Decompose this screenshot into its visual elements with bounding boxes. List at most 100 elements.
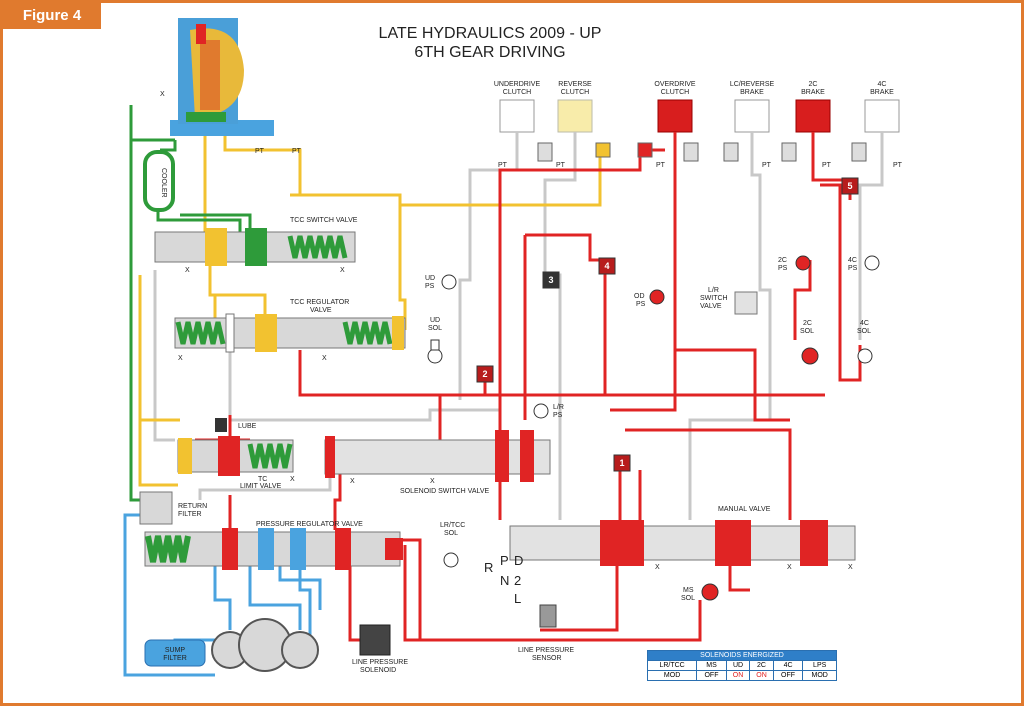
oil-pump-gears bbox=[211, 618, 319, 672]
svg-text:3: 3 bbox=[548, 275, 553, 285]
svg-text:PS: PS bbox=[553, 412, 563, 419]
2c-pressure-switch: 2C PS bbox=[778, 255, 811, 272]
svg-text:PS: PS bbox=[425, 283, 435, 290]
title-line-1: LATE HYDRAULICS 2009 - UP bbox=[378, 25, 602, 42]
table-col: 4C bbox=[772, 660, 804, 671]
svg-text:PT: PT bbox=[292, 148, 302, 155]
4c-solenoid: 4C SOL bbox=[857, 320, 873, 364]
svg-text:PT: PT bbox=[762, 162, 772, 169]
lr-pressure-switch: L/R PS bbox=[533, 403, 564, 419]
svg-text:SOL: SOL bbox=[444, 530, 458, 537]
svg-text:SOL: SOL bbox=[428, 325, 442, 332]
clutch-boxes: UNDERDRIVE CLUTCH REVERSE CLUTCH OVERDRI… bbox=[494, 81, 900, 133]
svg-text:CLUTCH: CLUTCH bbox=[661, 89, 689, 96]
svg-text:X: X bbox=[787, 564, 792, 571]
torque-converter bbox=[170, 18, 274, 136]
marker-4: 4 bbox=[598, 257, 616, 275]
diagram-title: LATE HYDRAULICS 2009 - UP 6TH GEAR DRIVI… bbox=[330, 24, 650, 62]
svg-text:SOLENOID SWITCH VALVE: SOLENOID SWITCH VALVE bbox=[400, 488, 490, 495]
svg-text:LR/TCC: LR/TCC bbox=[440, 522, 465, 529]
svg-text:X: X bbox=[290, 476, 295, 483]
svg-text:VALVE: VALVE bbox=[310, 307, 332, 314]
svg-text:SOL: SOL bbox=[800, 328, 814, 335]
svg-text:1: 1 bbox=[619, 458, 624, 468]
svg-text:X: X bbox=[655, 564, 660, 571]
svg-text:LINE PRESSURE: LINE PRESSURE bbox=[352, 659, 408, 666]
solenoid-table-header: SOLENOIDS ENERGIZED bbox=[647, 650, 837, 661]
sump-filter: SUMP FILTER bbox=[144, 639, 206, 667]
svg-text:PS: PS bbox=[778, 265, 788, 272]
line-pressure-solenoid: LINE PRESSURE SOLENOID bbox=[352, 624, 408, 674]
marker-5: 5 bbox=[841, 177, 859, 195]
table-cell: ON bbox=[749, 670, 774, 681]
marker-2: 2 bbox=[476, 365, 494, 383]
lc-reverse-brake: LC/REVERSE BRAKE bbox=[730, 81, 774, 133]
pressure-regulator-valve: PRESSURE REGULATOR VALVE bbox=[144, 521, 403, 570]
svg-text:SUMP: SUMP bbox=[165, 647, 186, 654]
svg-text:PT: PT bbox=[822, 162, 832, 169]
svg-text:PT: PT bbox=[556, 162, 566, 169]
svg-text:X: X bbox=[160, 91, 165, 98]
lube-lines bbox=[138, 136, 605, 487]
svg-text:L: L bbox=[514, 591, 521, 606]
svg-text:REVERSE: REVERSE bbox=[558, 81, 592, 88]
svg-text:4C: 4C bbox=[860, 320, 869, 327]
svg-text:VALVE: VALVE bbox=[700, 303, 722, 310]
svg-text:SOL: SOL bbox=[857, 328, 871, 335]
svg-text:X: X bbox=[848, 564, 853, 571]
svg-text:X: X bbox=[322, 355, 327, 362]
reverse-clutch: REVERSE CLUTCH bbox=[557, 81, 593, 133]
svg-text:TCC REGULATOR: TCC REGULATOR bbox=[290, 299, 349, 306]
svg-text:D: D bbox=[514, 553, 523, 568]
table-col: LR/TCC bbox=[646, 660, 698, 671]
table-cell: MOD bbox=[646, 670, 698, 681]
svg-text:SWITCH: SWITCH bbox=[700, 295, 728, 302]
table-cell: OFF bbox=[696, 670, 727, 681]
svg-text:X: X bbox=[185, 267, 190, 274]
svg-text:4C: 4C bbox=[848, 257, 857, 264]
svg-text:PRESSURE REGULATOR VALVE: PRESSURE REGULATOR VALVE bbox=[256, 521, 363, 528]
manual-valve: MANUAL VALVE X X X bbox=[509, 506, 856, 571]
svg-text:X: X bbox=[340, 267, 345, 274]
svg-text:TCC SWITCH VALVE: TCC SWITCH VALVE bbox=[290, 217, 358, 224]
svg-text:N: N bbox=[500, 573, 509, 588]
svg-text:SOL: SOL bbox=[681, 595, 695, 602]
svg-text:MANUAL VALVE: MANUAL VALVE bbox=[718, 506, 771, 513]
svg-text:PT: PT bbox=[255, 148, 265, 155]
figure-label: Figure 4 bbox=[3, 3, 101, 29]
svg-text:4: 4 bbox=[604, 261, 609, 271]
tc-limit-valve: LUBE TC LIMIT VALVE X bbox=[177, 418, 295, 490]
svg-text:PS: PS bbox=[636, 301, 646, 308]
svg-text:RETURN: RETURN bbox=[178, 503, 207, 510]
cooler-lines bbox=[129, 105, 252, 502]
markers: 1 2 3 4 5 bbox=[476, 177, 859, 472]
title-line-2: 6TH GEAR DRIVING bbox=[414, 44, 566, 61]
svg-text:CLUTCH: CLUTCH bbox=[561, 89, 589, 96]
svg-text:2C: 2C bbox=[809, 81, 818, 88]
svg-text:2: 2 bbox=[514, 573, 521, 588]
svg-text:UD: UD bbox=[425, 275, 435, 282]
svg-text:PT: PT bbox=[498, 162, 508, 169]
svg-text:LINE PRESSURE: LINE PRESSURE bbox=[518, 647, 574, 654]
svg-text:OD: OD bbox=[634, 293, 645, 300]
svg-text:BRAKE: BRAKE bbox=[870, 89, 894, 96]
svg-text:PT: PT bbox=[656, 162, 666, 169]
ud-solenoid: UD SOL bbox=[427, 317, 443, 364]
svg-text:L/R: L/R bbox=[708, 287, 719, 294]
svg-text:TC: TC bbox=[258, 476, 267, 483]
svg-text:LIMIT VALVE: LIMIT VALVE bbox=[240, 483, 282, 490]
svg-text:2C: 2C bbox=[803, 320, 812, 327]
svg-text:BRAKE: BRAKE bbox=[740, 89, 764, 96]
tcc-regulator-valve: TCC REGULATOR VALVE X X bbox=[174, 299, 406, 362]
sump-lines bbox=[123, 513, 322, 677]
4c-brake: 4C BRAKE bbox=[864, 81, 900, 133]
svg-text:4C: 4C bbox=[878, 81, 887, 88]
svg-text:CLUTCH: CLUTCH bbox=[503, 89, 531, 96]
svg-text:2C: 2C bbox=[778, 257, 787, 264]
svg-text:BRAKE: BRAKE bbox=[801, 89, 825, 96]
svg-text:OVERDRIVE: OVERDRIVE bbox=[654, 81, 696, 88]
svg-text:R: R bbox=[484, 560, 493, 575]
marker-1: 1 bbox=[613, 454, 631, 472]
ms-solenoid: MS SOL bbox=[681, 583, 719, 602]
